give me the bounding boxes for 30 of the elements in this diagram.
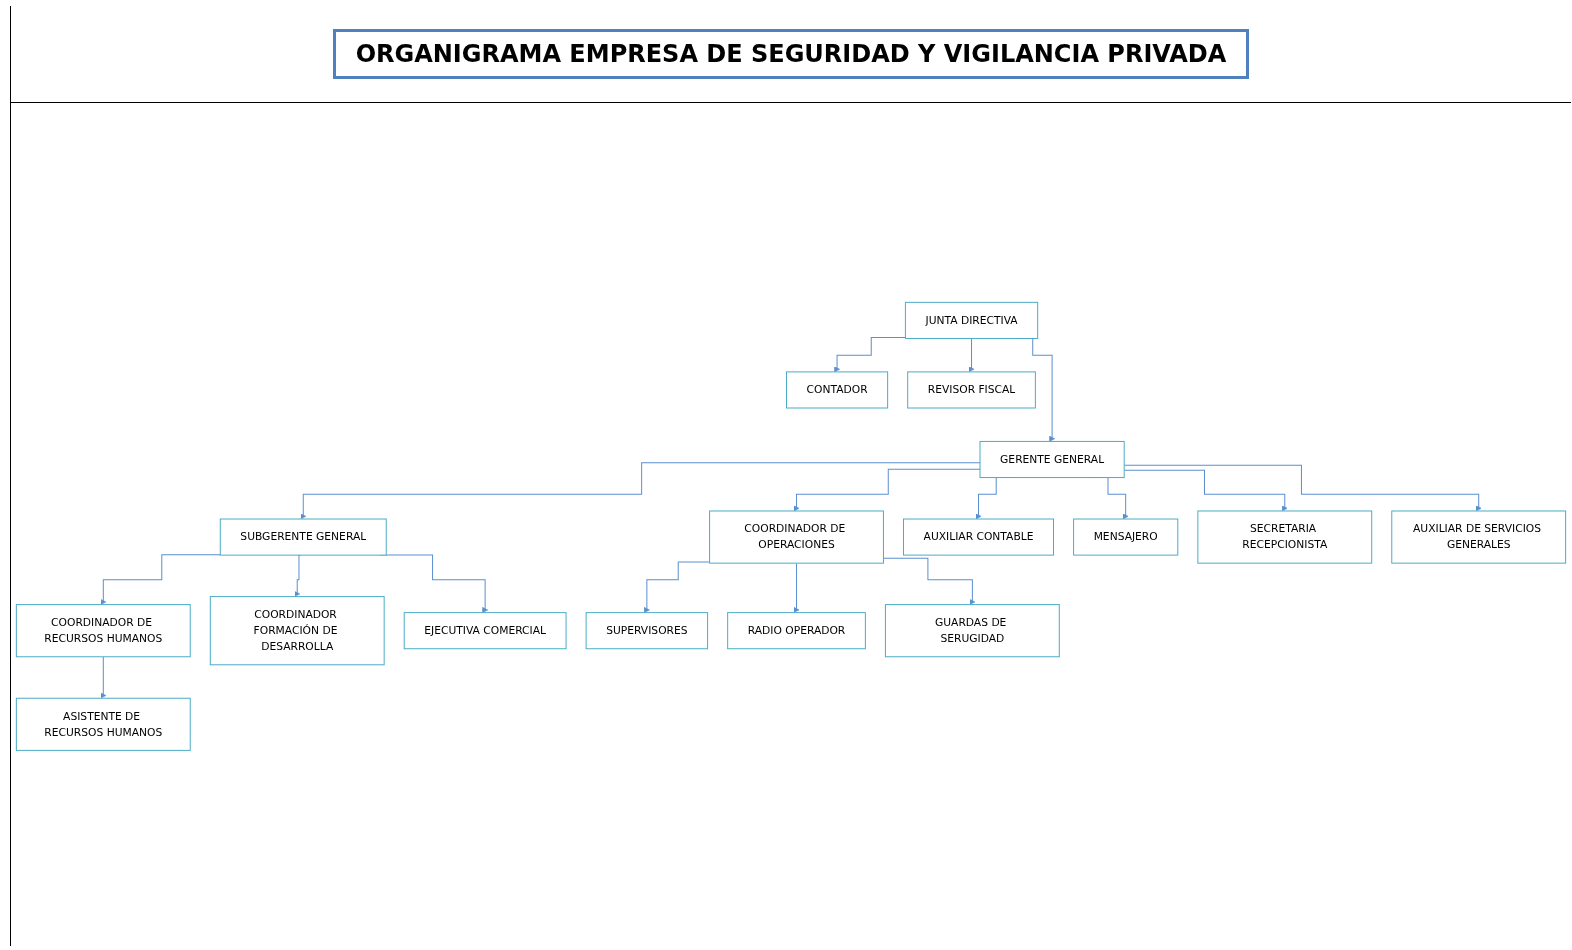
title: ORGANIGRAMA EMPRESA DE SEGURIDAD Y VIGILANCIA PRIVADA <box>332 29 1250 79</box>
node-box: SECRETARIA RECEPCIONISTA <box>1197 510 1373 564</box>
node-box: AUXILIAR DE SERVICIOS GENERALES <box>1391 510 1567 564</box>
arrow <box>882 557 976 605</box>
arrow <box>834 336 906 372</box>
arrow <box>793 468 981 511</box>
arrow <box>643 561 711 613</box>
node-box: COORDINADOR DE RECURSOS HUMANOS <box>15 603 191 657</box>
node-box: AUXILIAR CONTABLE <box>903 518 1054 556</box>
arrow <box>294 554 302 597</box>
node-box: GERENTE GENERAL <box>979 440 1125 478</box>
node-box: REVISOR FISCAL <box>907 371 1036 409</box>
node-box: SUBGERENTE GENERAL <box>219 518 387 556</box>
arrow <box>1123 464 1482 511</box>
arrow <box>793 562 800 613</box>
node-box: COORDINADOR DE OPERACIONES <box>709 510 884 564</box>
node-box: MENSAJERO <box>1073 518 1179 556</box>
node-box: SUPERVISORES <box>585 611 709 649</box>
arrow <box>968 337 975 372</box>
node-box: GUARDAS DE SERUGIDAD <box>884 603 1060 657</box>
arrow <box>100 553 221 605</box>
arrow <box>100 655 107 699</box>
node-box: EJECUTIVA COMERCIAL <box>403 611 567 649</box>
arrow <box>300 461 981 519</box>
arrow <box>1123 469 1288 511</box>
node-box: CONTADOR <box>786 371 889 409</box>
node-box: RADIO OPERADOR <box>727 611 866 649</box>
node-box: COORDINADOR FORMACIÓN DE DESARROLLA <box>209 595 385 665</box>
node-box: ASISTENTE DE RECURSOS HUMANOS <box>15 697 191 751</box>
node-box: JUNTA DIRECTIVA <box>904 301 1039 339</box>
